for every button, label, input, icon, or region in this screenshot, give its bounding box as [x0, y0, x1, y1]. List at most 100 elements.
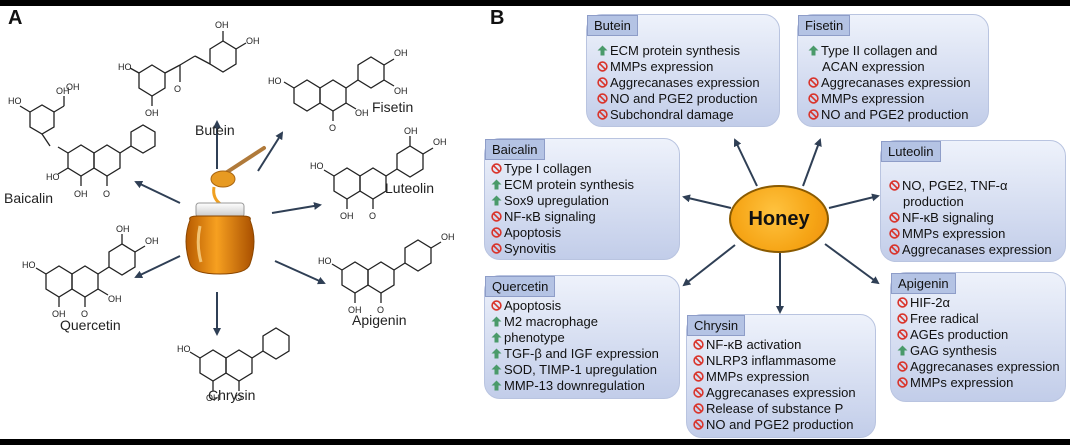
inhibit-icon [889, 228, 900, 239]
effect-text: Apoptosis [504, 298, 562, 313]
effect-text: Free radical [910, 311, 979, 326]
effect-item: ECM protein synthesis [597, 43, 760, 59]
up-arrow-icon [491, 179, 502, 190]
up-arrow-icon [491, 316, 502, 327]
inhibit-icon [693, 387, 704, 398]
atom-label: HO [118, 62, 132, 72]
up-arrow-icon [491, 195, 502, 206]
effect-item: NF-κB signaling [889, 210, 1052, 226]
atom-label: OH [52, 309, 66, 319]
effect-text: MMPs expression [902, 226, 1006, 241]
chrysin-structure-icon [189, 327, 290, 391]
effect-text: MMPs expression [821, 91, 925, 106]
effect-text: Synovitis [504, 241, 557, 256]
effect-text: GAG synthesis [910, 343, 997, 358]
inhibit-icon [808, 109, 819, 120]
panel-a-letter: A [8, 7, 23, 29]
atom-label: OH [108, 294, 122, 304]
atom-label: O [235, 393, 242, 403]
box-title: Baicalin [485, 139, 545, 160]
atom-label: OH [145, 236, 159, 246]
atom-label: OH [433, 137, 447, 147]
inhibit-icon [491, 227, 502, 238]
effect-text: MMPs expression [610, 59, 714, 74]
inhibit-icon [808, 77, 819, 88]
effect-text: Aggrecanases expression [902, 242, 1052, 257]
box-title: Quercetin [485, 276, 556, 297]
effect-item: TGF-β and IGF expression [491, 346, 659, 362]
effect-text: production [903, 194, 964, 209]
atom-label: HO [310, 161, 324, 171]
effect-text: Type I collagen [504, 161, 592, 176]
arrow-to-fisetin [257, 131, 284, 172]
effect-item: Apoptosis [491, 298, 659, 314]
effect-item: AGEs production [897, 327, 1060, 343]
atom-label: HO [8, 96, 22, 106]
effect-item: Free radical [897, 311, 1060, 327]
arrow-to-quercetin [134, 255, 181, 279]
effect-item: HIF-2α [897, 295, 1060, 311]
effect-item: Synovitis [491, 241, 634, 257]
panel-b-letter: B [490, 7, 505, 29]
effect-item: production [889, 194, 1052, 210]
arrow-to-quercetin-box [682, 244, 736, 287]
atom-label: HO [177, 344, 191, 354]
arrow-to-baicalin-box [682, 194, 732, 209]
atom-label: OH [206, 393, 220, 403]
box-title: Chrysin [687, 315, 746, 336]
up-arrow-icon [808, 45, 819, 56]
effect-item: Subchondral damage [597, 107, 760, 123]
effect-item: MMPs expression [808, 91, 971, 107]
inhibit-icon [597, 93, 608, 104]
effect-item: Aggrecanases expression [889, 242, 1052, 258]
atom-label: OH [215, 20, 229, 30]
arrow-to-fisetin-box [802, 138, 822, 187]
effect-item: Release of substance P [693, 401, 856, 417]
effect-text: NF-κB activation [706, 337, 802, 352]
atom-label: OH [355, 108, 369, 118]
atom-label: OH [116, 224, 130, 234]
effect-item: NO and PGE2 production [597, 91, 760, 107]
fisetin-structure-icon [283, 56, 395, 121]
inhibit-icon [693, 339, 704, 350]
atom-label: OH [441, 232, 455, 242]
label-fisetin: Fisetin [372, 99, 414, 115]
atom-label: OH [404, 126, 418, 136]
effect-item: MMPs expression [889, 226, 1052, 242]
atom-label: HO [22, 260, 36, 270]
atom-label: HO [46, 172, 60, 182]
atom-label: HO [318, 256, 332, 266]
effect-text: Release of substance P [706, 401, 844, 416]
atom-label: O [174, 84, 181, 94]
effect-text: NO and PGE2 production [821, 107, 969, 122]
atom-label: OH [74, 189, 88, 199]
quercetin-structure-icon [35, 234, 146, 307]
up-arrow-icon [491, 332, 502, 343]
effect-item: Type I collagen [491, 161, 634, 177]
effect-text: NO, PGE2, TNF-α [902, 178, 1008, 193]
effect-text: Aggrecanases expression [910, 359, 1060, 374]
inhibit-icon [693, 355, 704, 366]
effect-item: MMP-13 downregulation [491, 378, 659, 394]
atom-label: OH [348, 305, 362, 315]
apigenin-structure-icon [331, 239, 442, 303]
effect-text: NO and PGE2 production [610, 91, 758, 106]
effect-text: Aggrecanases expression [706, 385, 856, 400]
up-arrow-icon [491, 380, 502, 391]
inhibit-icon [693, 403, 704, 414]
effect-text: NF-κB signaling [504, 209, 596, 224]
effect-item: NO and PGE2 production [693, 417, 856, 433]
atom-label: OH [246, 36, 260, 46]
panel-a-diagram: HO OH O OH OH HO OH OH OH O HO OH OH HO … [8, 20, 455, 403]
effect-item: Aggrecanases expression [808, 75, 971, 91]
effect-text: NO and PGE2 production [706, 417, 854, 432]
atom-label: OH [66, 82, 80, 92]
inhibit-icon [491, 300, 502, 311]
label-butein: Butein [195, 122, 235, 138]
